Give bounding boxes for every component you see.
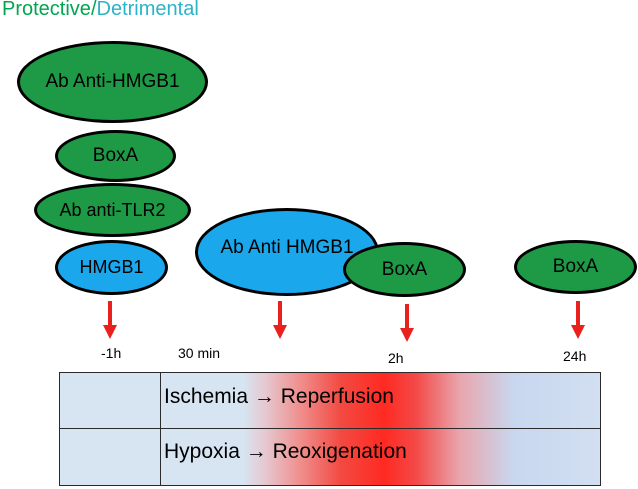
node-ab-anti-tlr2: Ab anti-TLR2 — [34, 183, 191, 237]
node-ab-anti-hmgb1-pre: Ab Anti-HMGB1 — [17, 41, 208, 123]
right-arrow-icon: → — [245, 440, 267, 463]
row-right-label: Reperfusion — [280, 385, 394, 408]
down-arrow-icon — [273, 301, 287, 339]
node-label: BoxA — [552, 256, 599, 277]
time-label-2h: 2h — [388, 350, 404, 366]
node-label: HMGB1 — [79, 257, 144, 277]
legend-separator: / — [90, 0, 97, 20]
right-arrow-icon: → — [253, 385, 275, 408]
time-label-minus-1h: -1h — [101, 345, 122, 361]
condition-table: Ischemia → Reperfusion Hypoxia → Reoxige… — [59, 372, 601, 486]
time-label-24h: 24h — [563, 348, 587, 364]
node-label: BoxA — [92, 145, 139, 166]
row-left-label: Hypoxia — [164, 440, 240, 463]
row-right-label: Reoxigenation — [272, 440, 407, 463]
node-label: Ab Anti HMGB1 — [220, 237, 354, 258]
node-boxa-2h: BoxA — [343, 242, 466, 297]
node-hmgb1: HMGB1 — [55, 240, 168, 295]
node-boxa-24h: BoxA — [514, 240, 637, 294]
down-arrow-icon — [400, 304, 414, 342]
legend-protective: Protective — [2, 0, 91, 20]
row-left-label: Ischemia — [164, 385, 249, 408]
row-ischemia-reperfusion: Ischemia → Reperfusion — [164, 385, 394, 409]
node-label: BoxA — [381, 258, 428, 280]
down-arrow-icon — [103, 301, 117, 339]
time-label-30min: 30 min — [178, 345, 221, 361]
legend-detrimental: Detrimental — [96, 0, 199, 20]
down-arrow-icon — [571, 301, 585, 339]
legend-title: Protective/Detrimental — [2, 0, 199, 21]
node-label: Ab anti-TLR2 — [59, 199, 166, 220]
node-label: Ab Anti-HMGB1 — [45, 71, 180, 92]
node-boxa-pre: BoxA — [55, 130, 176, 182]
column-divider — [160, 373, 161, 485]
row-divider — [60, 428, 600, 429]
row-hypoxia-reoxigenation: Hypoxia → Reoxigenation — [164, 440, 407, 464]
